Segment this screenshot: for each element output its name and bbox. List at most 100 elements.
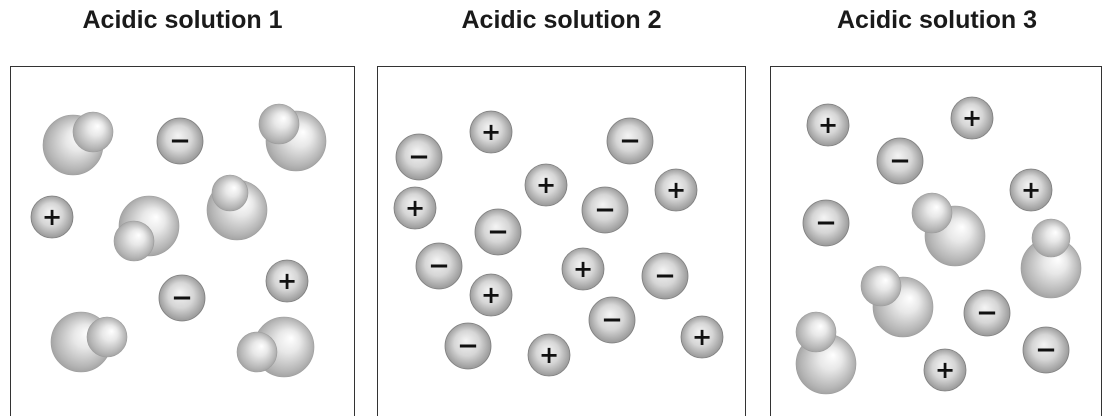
charge-sign: + [818, 111, 838, 139]
charge-sign: − [1035, 335, 1057, 365]
panel-title-2: Acidic solution 2 [461, 6, 662, 34]
charge-sign: − [815, 208, 837, 238]
charge-sign: − [457, 331, 479, 361]
charge-sign: − [408, 142, 430, 172]
charge-sign: − [619, 126, 641, 156]
molecule-atom [1031, 218, 1071, 258]
panel-title-3: Acidic solution 3 [836, 6, 1038, 34]
ion-sphere [802, 199, 850, 247]
molecule [795, 311, 857, 395]
negative-ion: − [395, 133, 443, 181]
positive-ion: + [680, 315, 724, 359]
charge-sign: + [481, 118, 501, 146]
ion-sphere [1009, 168, 1053, 212]
charge-sign: − [487, 217, 509, 247]
ion-sphere [469, 110, 513, 154]
positive-ion: + [524, 163, 568, 207]
ion-sphere [654, 168, 698, 212]
ion-sphere [806, 103, 850, 147]
charge-sign: + [573, 255, 593, 283]
charge-sign: − [654, 261, 676, 291]
ion-sphere [950, 96, 994, 140]
charge-sign: + [536, 171, 556, 199]
ion-sphere [1022, 326, 1070, 374]
molecule [42, 111, 114, 176]
positive-ion: + [654, 168, 698, 212]
ion-sphere [588, 296, 636, 344]
molecule-atom [86, 316, 128, 358]
molecule-atom [911, 192, 953, 234]
positive-ion: + [30, 195, 74, 239]
negative-ion: − [1022, 326, 1070, 374]
charge-sign: − [594, 195, 616, 225]
charge-sign: − [976, 298, 998, 328]
negative-ion: − [641, 252, 689, 300]
molecule-atom [236, 331, 278, 373]
ion-sphere [30, 195, 74, 239]
negative-ion: − [158, 274, 206, 322]
molecule [860, 265, 934, 338]
molecule-atom [860, 265, 902, 307]
ion-sphere [963, 289, 1011, 337]
ion-sphere [444, 322, 492, 370]
ion-sphere [923, 348, 967, 392]
charge-sign: + [539, 341, 559, 369]
molecule-atom [72, 111, 114, 153]
negative-ion: − [444, 322, 492, 370]
molecule-atom [258, 103, 300, 145]
negative-ion: − [802, 199, 850, 247]
negative-ion: − [474, 208, 522, 256]
negative-ion: − [588, 296, 636, 344]
charge-sign: + [935, 356, 955, 384]
ion-sphere [395, 133, 443, 181]
panel-title-1: Acidic solution 1 [82, 6, 283, 34]
positive-ion: + [469, 273, 513, 317]
positive-ion: + [527, 333, 571, 377]
negative-ion: − [156, 117, 204, 165]
negative-ion: − [415, 242, 463, 290]
negative-ion: − [581, 186, 629, 234]
negative-ion: − [963, 289, 1011, 337]
molecule [113, 195, 180, 262]
ion-sphere [680, 315, 724, 359]
charge-sign: + [962, 104, 982, 132]
ion-sphere [469, 273, 513, 317]
charge-sign: + [42, 203, 62, 231]
ion-sphere [561, 247, 605, 291]
molecule [911, 192, 986, 267]
positive-ion: + [393, 186, 437, 230]
ion-sphere [641, 252, 689, 300]
molecule-atom [211, 174, 249, 212]
ion-sphere [606, 117, 654, 165]
charge-sign: − [889, 146, 911, 176]
ion-sphere [415, 242, 463, 290]
negative-ion: − [606, 117, 654, 165]
charge-sign: − [601, 305, 623, 335]
charge-sign: − [169, 126, 191, 156]
molecule-atom [795, 311, 837, 353]
positive-ion: + [806, 103, 850, 147]
charge-sign: + [692, 323, 712, 351]
charge-sign: + [405, 194, 425, 222]
molecule [236, 316, 315, 378]
molecule [1020, 218, 1082, 299]
charge-sign: − [171, 283, 193, 313]
charge-sign: + [1021, 176, 1041, 204]
negative-ion: − [876, 137, 924, 185]
charge-sign: + [481, 281, 501, 309]
positive-ion: + [923, 348, 967, 392]
molecule [258, 103, 327, 172]
ion-sphere [265, 259, 309, 303]
ion-sphere [474, 208, 522, 256]
positive-ion: + [561, 247, 605, 291]
charge-sign: − [428, 251, 450, 281]
positive-ion: + [469, 110, 513, 154]
positive-ion: + [265, 259, 309, 303]
ion-sphere [876, 137, 924, 185]
ion-sphere [156, 117, 204, 165]
charge-sign: + [666, 176, 686, 204]
positive-ion: + [950, 96, 994, 140]
ion-sphere [158, 274, 206, 322]
molecule [50, 311, 128, 373]
